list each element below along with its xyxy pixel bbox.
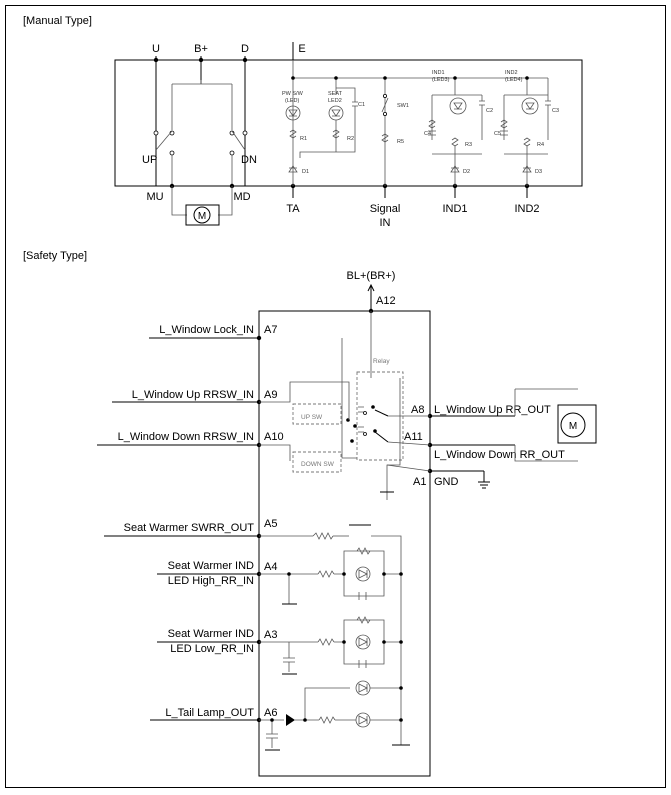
manual-bottom-terminals: MU MD TA Signal IN IND1 IND2 — [146, 183, 540, 229]
terminal-ta-label: TA — [286, 203, 300, 215]
window-switches: UP SW DOWN SW — [259, 381, 350, 473]
tail-lamp-circuit — [259, 680, 403, 751]
pw-sw-label: PW S/W — [282, 91, 304, 97]
safety-right-pins: A8 L_Window Up RR_OUT A11 L_Window Down … — [404, 404, 565, 489]
pin-a8: A8 — [411, 404, 424, 416]
r1-label: R1 — [300, 136, 307, 142]
manual-switch-network: UP DN — [142, 80, 257, 186]
ind-high-label-1: Seat Warmer IND — [168, 560, 254, 572]
tail-lamp-out-label: L_Tail Lamp_OUT — [165, 707, 254, 719]
terminal-ind2-label: IND2 — [514, 203, 539, 215]
terminal-md-label: MD — [233, 191, 250, 203]
lock-in-label: L_Window Lock_IN — [159, 324, 254, 336]
up-sw-label: UP SW — [301, 414, 323, 421]
up-rrsw-in-label: L_Window Up RRSW_IN — [132, 389, 254, 401]
ind2-led4-label: (LED4) — [505, 77, 523, 83]
ind-low-circuit — [259, 616, 403, 675]
dn-switch-label: DN — [241, 154, 257, 166]
manual-module-box — [114, 59, 583, 187]
window-motor-label: M — [569, 421, 577, 432]
outer-border — [5, 5, 666, 788]
pin-a12: A12 — [376, 295, 396, 307]
ind-low-label-2: LED Low_RR_IN — [170, 643, 254, 655]
r2-label: R2 — [347, 136, 354, 142]
up-rr-out-label: L_Window Up RR_OUT — [434, 404, 551, 416]
pin-a10: A10 — [264, 431, 284, 443]
terminal-mu-label: MU — [146, 191, 163, 203]
seat-warmer-circuit — [259, 524, 410, 746]
swrr-out-label: Seat Warmer SWRR_OUT — [124, 522, 255, 534]
safety-left-pins: L_Window Lock_IN A7 L_Window Up RRSW_IN … — [97, 324, 284, 723]
safety-module-box — [258, 310, 431, 777]
c3-label: C3 — [552, 108, 559, 114]
up-switch-label: UP — [142, 154, 157, 166]
seat-label: SEAT — [328, 91, 343, 97]
relay-label: Relay — [373, 358, 390, 365]
pin-a6: A6 — [264, 707, 277, 719]
pw-sw-led-label: (LED) — [285, 98, 300, 104]
terminal-signal-label: Signal — [370, 203, 401, 215]
seat-led2-label: LED2 — [328, 98, 342, 104]
pin-a7: A7 — [264, 324, 277, 336]
ind2-led-label: IND2 — [505, 70, 518, 76]
d2-label: D2 — [463, 169, 470, 175]
manual-motor: M — [169, 183, 235, 226]
terminal-u-label: U — [152, 43, 160, 55]
pin-a1: A1 — [413, 476, 426, 488]
window-motor: M — [514, 388, 597, 462]
r5-label: R5 — [397, 139, 404, 145]
manual-section-title: [Manual Type] — [23, 15, 92, 27]
ind-low-label-1: Seat Warmer IND — [168, 628, 254, 640]
ind1-led3-label: (LED3) — [432, 77, 450, 83]
d1-label: D1 — [302, 169, 309, 175]
down-sw-label: DOWN SW — [301, 461, 335, 468]
down-rrsw-in-label: L_Window Down RRSW_IN — [118, 431, 254, 443]
manual-motor-label: M — [198, 211, 206, 222]
r4-label: R4 — [537, 142, 544, 148]
pin-a11: A11 — [404, 431, 423, 443]
terminal-d-label: D — [241, 43, 249, 55]
manual-top-terminals: U B+ D E — [152, 42, 306, 186]
sw1-label: SW1 — [397, 103, 409, 109]
manual-led-network: PW S/W (LED) R1 D1 SEAT LED2 R2 C1 SW1 R… — [282, 60, 559, 186]
terminal-bplus-label: B+ — [194, 43, 208, 55]
ind-high-label-2: LED High_RR_IN — [168, 575, 254, 587]
safety-section-title: [Safety Type] — [23, 250, 87, 262]
down-rr-out-label: L_Window Down RR_OUT — [434, 449, 565, 461]
c1-label: C1 — [358, 102, 365, 108]
gnd-label: GND — [434, 476, 459, 488]
pin-a4: A4 — [264, 561, 277, 573]
c5-label: C5 — [494, 131, 501, 137]
pin-a9: A9 — [264, 389, 277, 401]
ind1-led-label: IND1 — [432, 70, 445, 76]
c2-label: C2 — [486, 108, 493, 114]
relay-block: Relay — [341, 311, 431, 500]
ind-high-circuit — [259, 547, 403, 605]
supply-label: BL+(BR+) — [347, 270, 396, 282]
r3-label: R3 — [465, 142, 472, 148]
terminal-ind1-label: IND1 — [442, 203, 467, 215]
c4-label: C4 — [424, 131, 431, 137]
pin-a3: A3 — [264, 629, 277, 641]
terminal-signal-in-label: IN — [380, 217, 391, 229]
terminal-e-label: E — [298, 43, 305, 55]
pin-a5: A5 — [264, 518, 277, 530]
d3-label: D3 — [535, 169, 542, 175]
